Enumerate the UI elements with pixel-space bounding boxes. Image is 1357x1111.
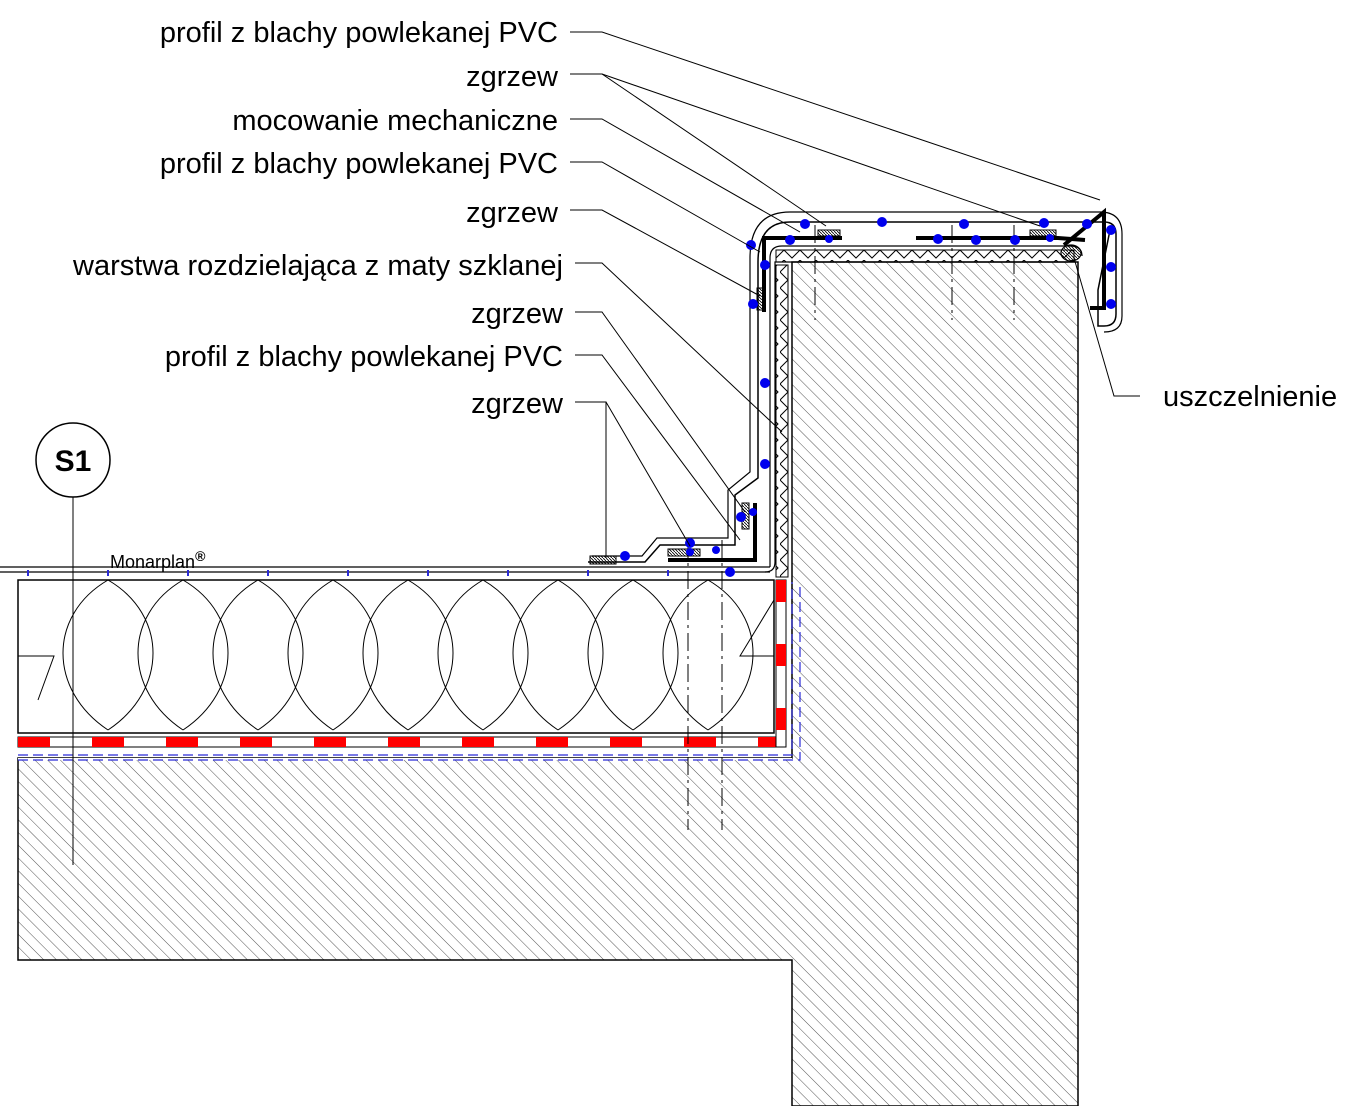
callout-label-sealant: uszczelnienie (1163, 381, 1337, 413)
callout-label-7: zgrzew (471, 298, 564, 330)
sealant (1060, 244, 1082, 262)
membrane-blue-ticks (27, 570, 669, 576)
callout-label-1: profil z blachy powlekanej PVC (160, 17, 558, 49)
callout-label-6: warstwa rozdzielająca z maty szklanej (72, 250, 563, 282)
insulation-pattern (18, 579, 775, 731)
thermal-insulation (17, 579, 775, 734)
section-marker: S1 (35, 422, 111, 865)
leader-lines (570, 31, 1140, 558)
membrane-blue-dots (620, 217, 1116, 577)
brand-label: Monarplan® (110, 548, 206, 572)
section-marker-label: S1 (55, 445, 92, 478)
overlay-membrane (588, 221, 1117, 563)
separation-layer-top (775, 249, 1075, 263)
callout-label-4: profil z blachy powlekanej PVC (160, 148, 558, 180)
roof-membrane (0, 245, 1083, 573)
substrate-dashed-line (18, 582, 793, 756)
callout-label-8: profil z blachy powlekanej PVC (165, 341, 563, 373)
separation-layer-wall (775, 264, 789, 578)
callout-label-9: zgrzew (471, 388, 564, 420)
callout-label-5: zgrzew (466, 197, 559, 229)
callout-label-3: mocowanie mechaniczne (232, 105, 558, 137)
callout-label-2: zgrzew (466, 61, 559, 93)
pvc-coated-profiles (668, 207, 1106, 562)
